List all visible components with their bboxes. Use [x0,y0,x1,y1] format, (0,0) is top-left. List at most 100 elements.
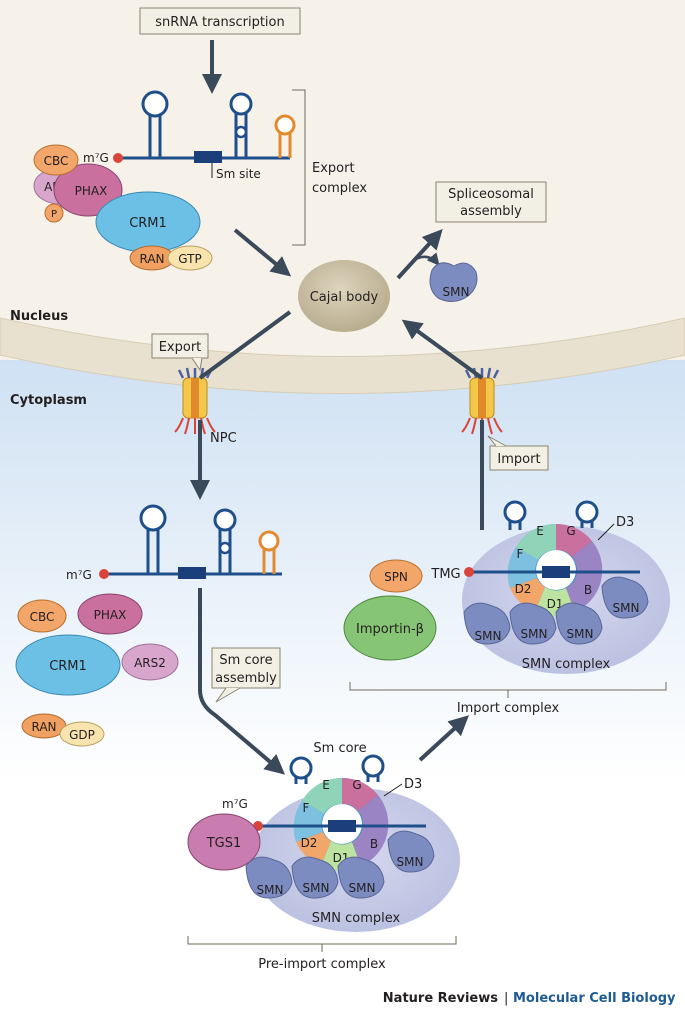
smn-free [429,262,478,302]
import-box-label: Import [497,452,540,467]
import-box [489,445,549,471]
smn-complex-label-2: SMN complex [312,911,401,926]
nuclear-snrna [113,90,296,163]
cajal-body [298,260,390,332]
svg-text:CBC: CBC [44,154,69,168]
tgs1-protein [187,813,261,871]
svg-text:SMN: SMN [397,855,424,869]
svg-text:G: G [566,524,575,538]
export-proteins: ARS2 PHAX CBC P CRM1 RAN GTP [33,144,213,271]
importin-beta-protein [343,595,437,661]
spliceosomal-label-2: assembly [460,204,522,219]
cajal-to-spliceosome-arrow [396,229,443,280]
svg-text:D1: D1 [547,597,564,611]
svg-text:CBC: CBC [30,610,55,624]
m7g-label-2: m⁷G [66,568,92,582]
smn-oligomers-import: SMN SMN SMN SMN [463,576,649,645]
phax-protein [53,163,123,217]
sm-ring-import: E G F D2 D1 B [507,523,603,617]
d3-label-2: D3 [404,777,422,792]
export-complex-label-1: Export [312,161,355,176]
svg-text:SMN: SMN [613,601,640,615]
svg-text:D2: D2 [301,836,318,850]
svg-text:TGS1: TGS1 [206,836,242,851]
svg-text:PHAX: PHAX [94,608,127,622]
svg-text:GTP: GTP [178,252,201,266]
svg-text:SMN: SMN [303,881,330,895]
import-complex-label: Import complex [457,701,560,716]
npc-export [174,367,216,435]
export-box-label: Export [159,340,202,355]
spliceosomal-label-1: Spliceosomal [448,187,534,202]
phax-free [77,593,143,635]
tmg-label: TMG [430,567,460,582]
svg-text:E: E [322,778,330,792]
snrna-transcription-label: snRNA transcription [155,15,284,30]
svg-text:SMN: SMN [475,629,502,643]
svg-text:SMN: SMN [257,883,284,897]
sm-core-assembly-label-2: assembly [215,671,277,686]
pre-import-complex-label: Pre-import complex [258,957,386,972]
svg-text:D2: D2 [515,582,532,596]
cbc-protein [33,144,79,176]
smn-complex-label-1: SMN complex [522,657,611,672]
svg-text:SMN: SMN [443,285,470,299]
import-to-cajal-arrow [401,319,484,380]
svg-text:B: B [370,837,378,851]
svg-text:P: P [51,209,57,220]
export-box [151,333,209,359]
svg-text:CRM1: CRM1 [49,659,87,674]
footer-separator: | [504,991,508,1006]
export-to-cajal-arrow [233,228,292,277]
svg-text:B: B [584,583,592,597]
d3-label-1: D3 [616,515,634,530]
snrna-transcription-box [139,7,301,35]
svg-text:RAN: RAN [31,720,56,734]
sm-core-assembly-label-1: Sm core [219,653,272,668]
sm-site-label: Sm site [216,167,261,181]
gtp-molecule [167,245,213,271]
released-proteins: CBC PHAX CRM1 ARS2 RAN GDP [15,593,179,747]
spn-protein [369,559,423,593]
cbc-free [17,599,67,633]
m7g-label-3: m⁷G [222,797,248,811]
ars2-free [121,643,179,681]
sm-core-label: Sm core [313,741,366,756]
svg-text:RAN: RAN [139,252,164,266]
sm-core-assembly-box [211,647,281,689]
svg-text:SPN: SPN [384,570,408,584]
svg-text:E: E [536,524,544,538]
svg-text:GDP: GDP [69,728,95,742]
cytoplasmic-snrna [99,504,282,579]
svg-text:Importin-β: Importin-β [356,622,424,637]
m7g-label-1: m⁷G [83,151,109,165]
svg-text:CRM1: CRM1 [129,216,167,231]
spliceosomal-assembly-box [435,181,547,223]
footer-section: Molecular Cell Biology [513,991,676,1006]
sm-site-block [194,151,222,163]
cap-dot [113,153,123,163]
cajal-body-label: Cajal body [310,290,379,305]
svg-text:G: G [352,778,361,792]
phosphate-p [44,203,64,223]
crm1-free [15,634,121,696]
svg-text:ARS2: ARS2 [134,656,166,670]
sm-core-assembly-arrow [198,588,286,775]
svg-text:F: F [517,547,524,561]
nucleus-label: Nucleus [10,309,68,324]
svg-text:F: F [303,801,310,815]
npc-label: NPC [210,431,237,446]
footer-journal: Nature Reviews [383,991,498,1006]
svg-text:SMN: SMN [521,627,548,641]
cytoplasm-label: Cytoplasm [10,393,87,408]
svg-text:SMN: SMN [567,627,594,641]
pre-import-to-import-arrow [418,715,469,762]
smn-oligomers-pre-import: SMN SMN SMN SMN [245,830,435,899]
gdp-molecule [59,721,105,747]
svg-text:SMN: SMN [349,881,376,895]
export-complex-label-2: complex [312,181,367,196]
svg-text:PHAX: PHAX [75,184,108,198]
cajal-to-npc-line [198,310,292,380]
